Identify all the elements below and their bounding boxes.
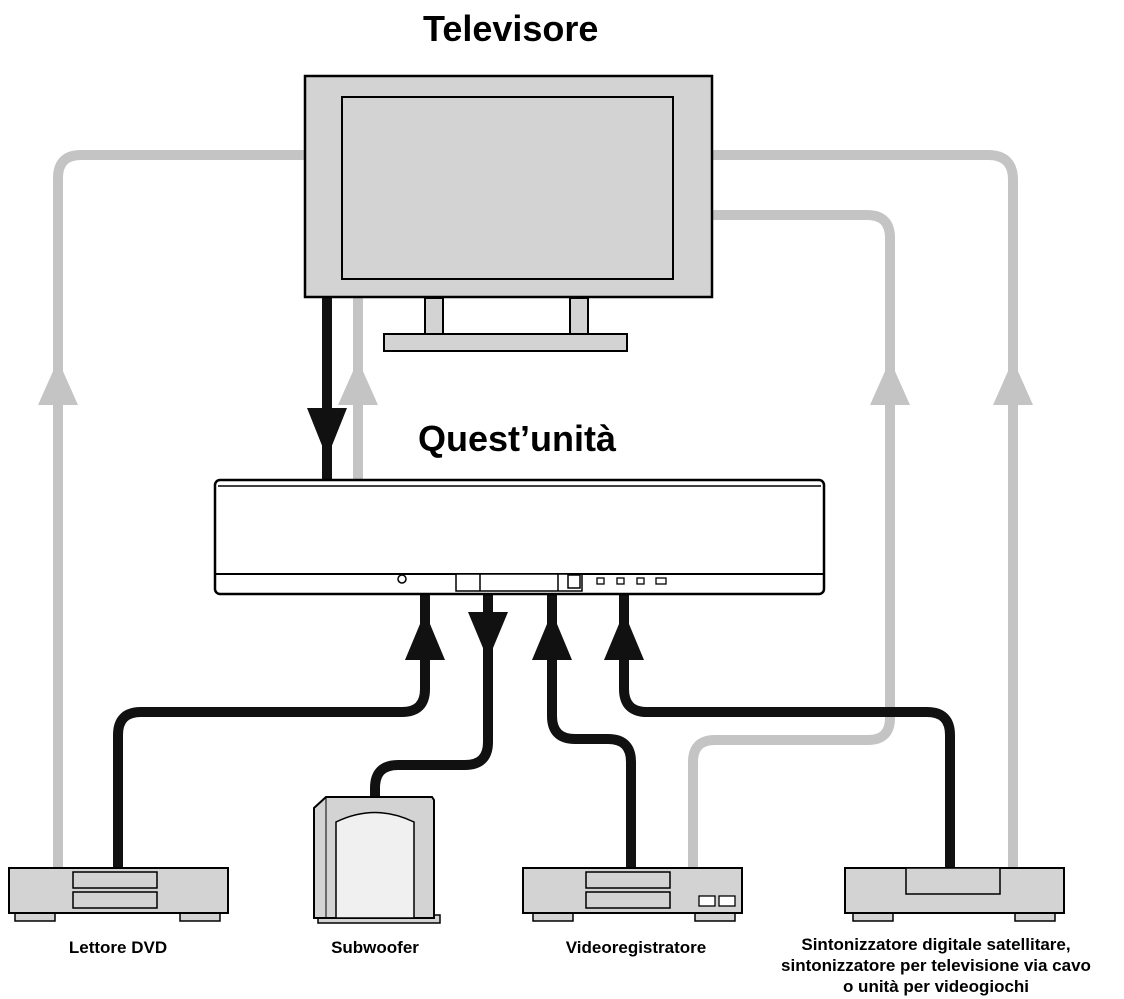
unit-button-3 <box>636 577 645 585</box>
audio-cables <box>113 298 955 873</box>
tv-screen <box>341 96 674 280</box>
unit-body <box>213 478 826 596</box>
tuner-label-line-3: o unità per videogiochi <box>842 977 1030 996</box>
arrow-up-tuner-unit <box>604 612 644 660</box>
arrow-up-tuner-tv <box>993 360 1033 405</box>
vcr-slot-upper <box>585 871 671 889</box>
unit-button-1 <box>596 577 605 585</box>
dvd-player <box>8 867 229 922</box>
unit-button-4 <box>655 577 667 585</box>
tuner-label-line-1: Sintonizzatore digitale satellitare, <box>801 935 1071 954</box>
cable-vcr-to-tv <box>688 210 895 870</box>
dvd-tray-lower <box>72 891 158 909</box>
tv-neck-right <box>569 297 589 337</box>
vcr-button-1 <box>698 895 716 907</box>
subwoofer-label: Subwoofer <box>331 938 419 957</box>
video-cables <box>53 150 1018 875</box>
tuner-panel <box>905 867 1001 895</box>
vcr <box>522 867 743 922</box>
television <box>303 74 714 352</box>
subwoofer-grille <box>335 811 415 919</box>
audio-arrows <box>307 408 644 660</box>
cable-tuner-to-unit <box>619 594 955 870</box>
tv-neck-left <box>424 297 444 337</box>
tuner-label: Sintonizzatore digitale satellitare, sin… <box>750 934 1122 997</box>
arrow-up-dvd-tv <box>38 360 78 405</box>
main-unit <box>213 478 826 596</box>
unit-display-window <box>567 574 581 589</box>
vcr-slot-lower <box>585 891 671 909</box>
cable-vcr-to-unit <box>547 594 636 868</box>
arrow-down-unit-subwoofer <box>468 612 508 660</box>
tv-base <box>383 333 628 352</box>
unit-button-2 <box>616 577 625 585</box>
cable-tuner-to-tv <box>712 150 1018 875</box>
unit-knob <box>397 574 407 584</box>
tuner-label-line-2: sintonizzatore per televisione via cavo <box>781 956 1091 975</box>
vcr-button-2 <box>718 895 736 907</box>
arrow-down-tv-unit <box>307 408 347 458</box>
arrow-up-unit-tv <box>338 360 378 405</box>
arrow-up-vcr-unit <box>532 612 572 660</box>
video-arrows <box>38 360 1033 405</box>
unit-heading: Quest’unità <box>418 418 617 459</box>
tuner <box>844 867 1065 922</box>
vcr-label: Videoregistratore <box>565 938 707 957</box>
arrow-up-vcr-tv <box>870 360 910 405</box>
dvd-label: Lettore DVD <box>68 938 168 957</box>
subwoofer <box>313 796 441 924</box>
dvd-tray-upper <box>72 871 158 889</box>
cable-dvd-to-unit <box>113 594 430 873</box>
arrow-up-dvd-unit <box>405 612 445 660</box>
unit-display-panel <box>455 573 583 592</box>
cable-dvd-to-tv <box>53 150 305 875</box>
tv-heading: Televisore <box>423 8 599 49</box>
cable-unit-to-subwoofer <box>370 594 493 800</box>
